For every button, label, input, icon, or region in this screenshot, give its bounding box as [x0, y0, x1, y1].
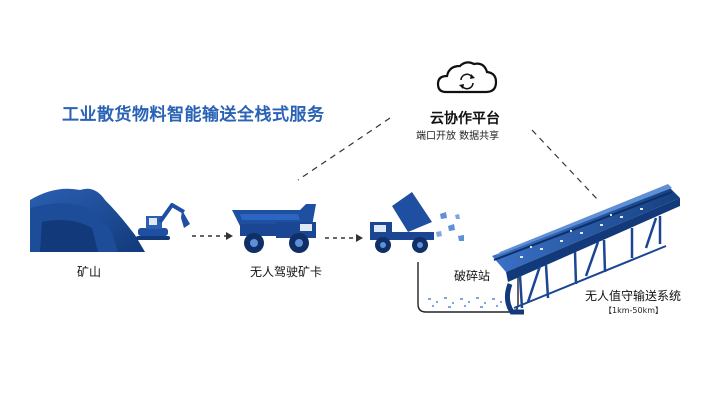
cloud-link-conveyor [531, 129, 599, 201]
mining-truck-icon [232, 204, 316, 253]
cloud-platform-title: 云协作平台 [430, 111, 500, 127]
headline: 工业散货物料智能输送全栈式服务 [62, 105, 325, 125]
flow-arrow-1 [192, 232, 233, 240]
conveyor-range-label: 【1km-50km】 [604, 306, 664, 315]
excavator-icon [136, 203, 190, 240]
cloud-link-truck [297, 117, 391, 181]
stage-label-mine: 矿山 [77, 265, 102, 279]
cloud-platform-subtitle: 端口开放 数据共享 [416, 131, 500, 142]
stage-label-conveyor: 无人值守输送系统 [585, 289, 682, 303]
cloud-sync-icon [436, 61, 498, 94]
mine-mountain [30, 188, 145, 252]
stage-label-crusher: 破碎站 [454, 269, 491, 283]
stage-label-truck: 无人驾驶矿卡 [250, 265, 323, 279]
dumping-truck-icon [370, 192, 464, 253]
flow-arrow-2 [325, 234, 363, 242]
conveyor-system-icon [492, 184, 680, 315]
